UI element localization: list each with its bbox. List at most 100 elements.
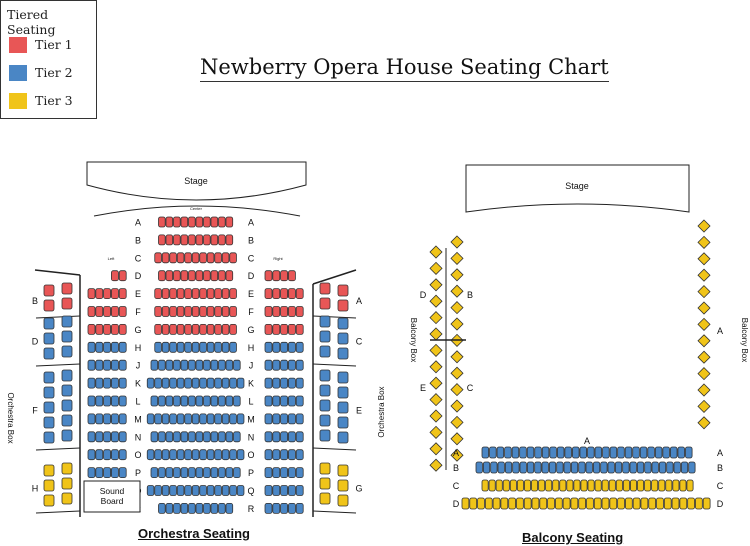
balcony-box-seat	[429, 261, 443, 275]
right-seat	[264, 270, 273, 282]
center-seat	[195, 502, 204, 514]
center-seat	[184, 288, 192, 300]
left-seat	[111, 449, 119, 461]
center-seat	[218, 270, 226, 282]
orchestra-box-label: B	[32, 296, 38, 306]
balcony-box-seat	[429, 343, 443, 357]
center-seat	[154, 449, 162, 461]
center-seat	[191, 323, 200, 335]
orchestra-box-seat	[319, 384, 331, 397]
balcony-seat	[469, 497, 478, 510]
center-seat	[236, 377, 245, 389]
orchestra-box-seat	[337, 299, 349, 312]
balcony-seat	[686, 479, 694, 492]
balcony-seat	[482, 461, 491, 474]
row-label-right: C	[248, 253, 255, 263]
balcony-box-seat	[429, 425, 443, 439]
center-seat	[199, 323, 207, 335]
left-seat	[118, 341, 127, 353]
balcony-seat	[640, 497, 649, 510]
balcony-box-seat	[697, 268, 711, 282]
orchestra-box-seat	[61, 315, 73, 328]
center-seat	[218, 502, 226, 514]
right-seat	[287, 306, 296, 317]
left-seat	[103, 288, 111, 300]
center-seat	[165, 502, 174, 514]
balcony-seat	[461, 497, 470, 510]
center-seat	[203, 467, 211, 479]
balcony-seat	[648, 497, 657, 510]
center-seat	[210, 395, 219, 407]
legend-label: Tier 2	[35, 65, 73, 80]
balcony-seat	[511, 446, 520, 459]
center-seat	[176, 306, 185, 317]
center-seat	[191, 306, 200, 317]
center-seat	[221, 323, 230, 335]
center-seat	[225, 395, 234, 407]
balcony-seat	[609, 446, 618, 459]
center-seat	[180, 234, 189, 246]
balcony-box-seat	[450, 317, 464, 331]
balcony-seat	[672, 479, 680, 492]
balcony-seat	[516, 479, 524, 492]
balcony-seat	[580, 479, 588, 492]
right-seat	[295, 288, 304, 300]
center-seat	[195, 395, 204, 407]
balcony-seat	[539, 497, 548, 510]
center-seat	[161, 252, 170, 264]
balcony-box-seat	[450, 432, 464, 446]
balcony-box-seat	[450, 350, 464, 364]
right-seat	[272, 306, 281, 317]
left-seat	[118, 359, 127, 371]
row-label-right: M	[247, 414, 255, 424]
left-seat	[103, 377, 111, 389]
balcony-seat	[559, 479, 567, 492]
center-seat	[195, 216, 204, 228]
balcony-seat	[578, 497, 586, 510]
orchestra-box-seat	[319, 462, 331, 475]
row-label-right: G	[247, 325, 254, 335]
right-seat	[272, 449, 281, 461]
row-label-left: F	[135, 307, 141, 317]
orchestra-box-label: G	[355, 484, 362, 494]
left-seat	[87, 288, 96, 300]
center-seat	[158, 395, 166, 407]
center-seat	[188, 270, 196, 282]
left-seat	[111, 323, 119, 335]
balcony-box-seat	[429, 376, 443, 390]
legend-label: Tier 3	[35, 93, 73, 108]
balcony-seat	[519, 446, 527, 459]
right-seat	[280, 341, 289, 353]
balcony-seat	[534, 446, 542, 459]
center-seat	[221, 306, 230, 317]
legend-title: Tiered Seating	[7, 7, 56, 37]
balcony-seat	[545, 479, 553, 492]
center-seat	[154, 485, 162, 496]
center-seat	[206, 252, 215, 264]
center-seat	[184, 377, 192, 389]
left-seat	[103, 395, 111, 407]
center-seat	[229, 377, 237, 389]
orchestra-box-label: D	[32, 337, 39, 347]
balcony-seat	[679, 479, 687, 492]
balcony-seat	[562, 497, 571, 510]
right-seat	[287, 395, 296, 407]
right-seat	[295, 431, 304, 443]
balcony-box-seat	[697, 350, 711, 364]
center-seat	[188, 216, 196, 228]
orchestra-box-label: E	[356, 406, 362, 416]
center-seat	[154, 341, 162, 353]
center-seat	[218, 431, 226, 443]
row-label-left: H	[135, 343, 142, 353]
orchestra-box-seat	[319, 399, 331, 412]
center-seat	[199, 306, 207, 317]
center-seat	[165, 431, 174, 443]
center-seat	[214, 377, 222, 389]
center-label: Center	[190, 206, 203, 211]
balcony-seat	[687, 497, 695, 510]
balcony-seat	[586, 497, 594, 510]
orchestra-box-seat	[61, 330, 73, 343]
orchestra-box-seat	[337, 431, 349, 444]
right-seat	[264, 306, 273, 317]
right-seat	[272, 288, 281, 300]
